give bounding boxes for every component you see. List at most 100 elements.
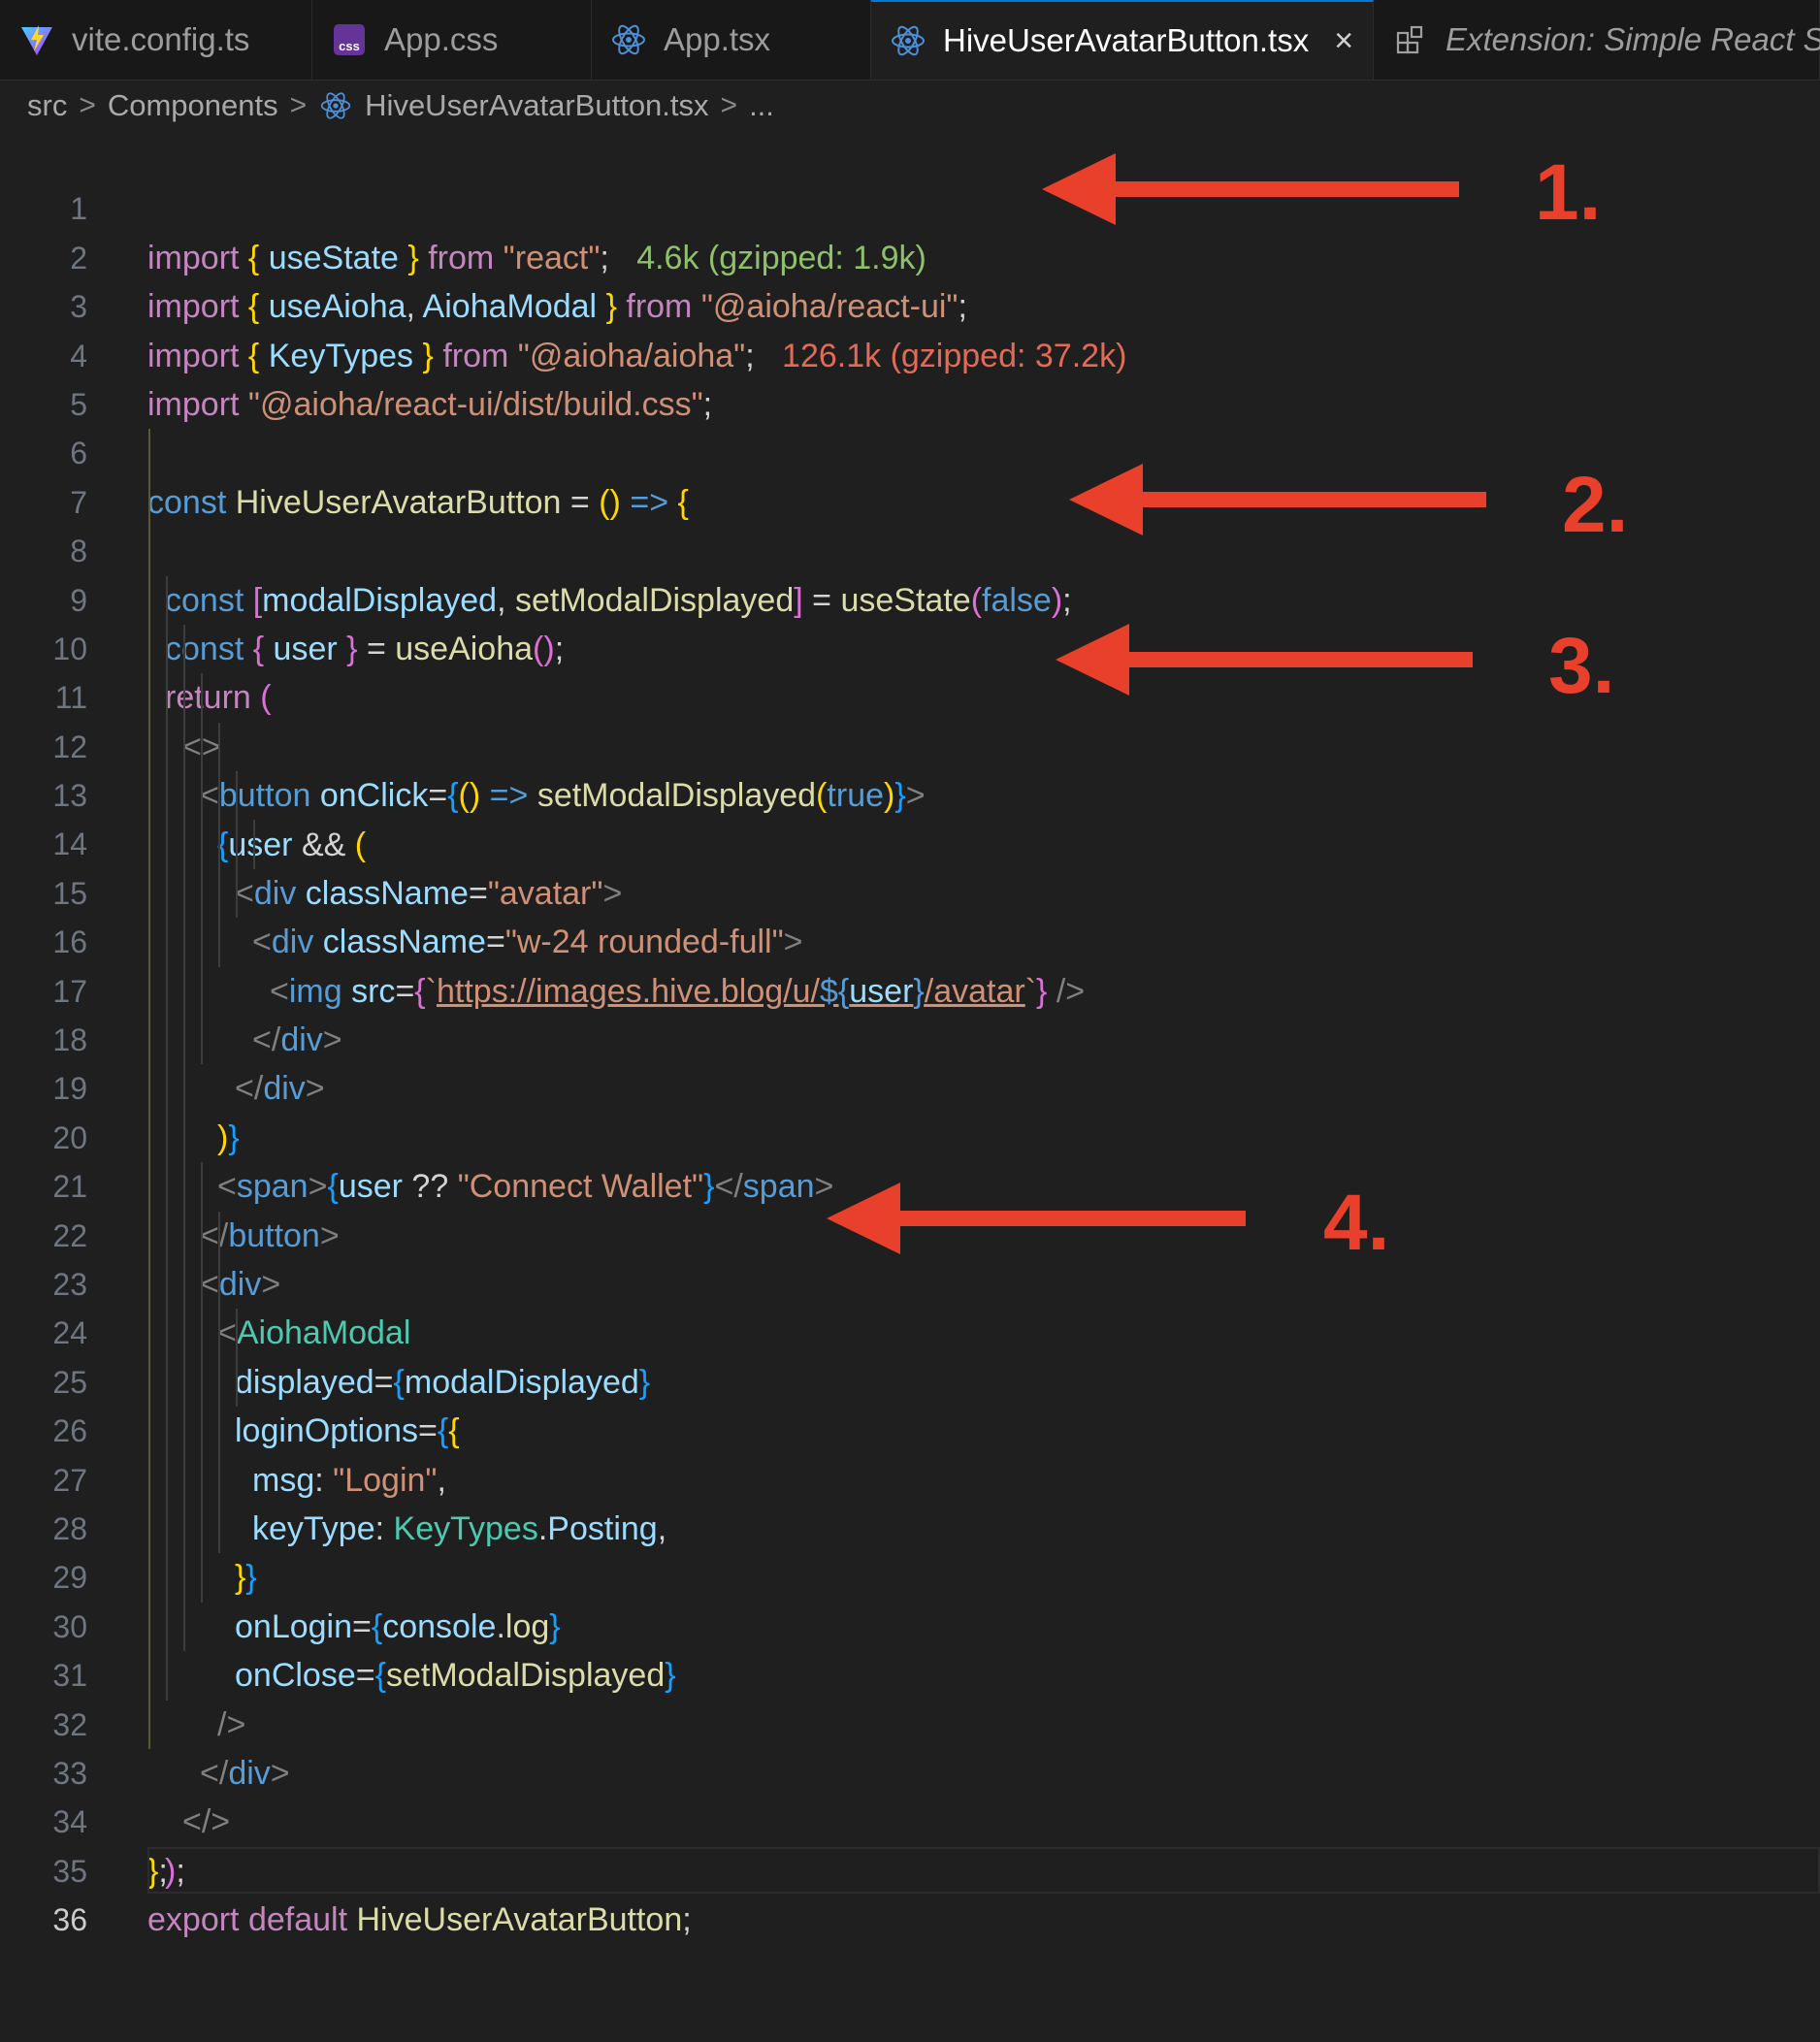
svg-text:css: css — [339, 39, 360, 53]
code-line-current[interactable]: 36 — [0, 1846, 1820, 1937]
code-line: 35 export default HiveUserAvatarButton; — [0, 1798, 1820, 1938]
tab-extension[interactable]: Extension: Simple React Sn — [1374, 0, 1820, 80]
line-number: 2 — [70, 240, 87, 276]
editor-tab-bar: vite.config.ts css App.css App.tsx HiveU… — [0, 0, 1820, 81]
extension-icon — [1391, 20, 1430, 59]
code-text: onClose={setModalDisplayed} — [235, 1657, 676, 1695]
code-text: return ( — [165, 679, 272, 717]
code-text: </div> — [235, 1070, 325, 1108]
breadcrumb-item-symbols[interactable]: ... — [749, 88, 774, 122]
code-text: import { KeyTypes } from "@aioha/aioha";… — [147, 337, 1127, 374]
react-icon — [889, 21, 927, 60]
code-line: 14 <div className="w-24 rounded-full"> — [0, 771, 1820, 960]
breadcrumb-item-file[interactable]: HiveUserAvatarButton.tsx — [365, 88, 709, 122]
line-number: 29 — [52, 1560, 87, 1596]
code-text: </div> — [252, 1021, 342, 1059]
line-number: 9 — [70, 582, 87, 618]
code-line: 19 <span>{user ?? "Connect Wallet"}</spa… — [0, 1016, 1820, 1205]
react-icon — [318, 88, 353, 123]
code-text: </button> — [200, 1216, 340, 1254]
code-text: loginOptions={{ — [235, 1412, 460, 1450]
code-text: const [modalDisplayed, setModalDisplayed… — [165, 581, 1072, 619]
import-size-hint: 126.1k (gzipped: 37.2k) — [782, 337, 1127, 374]
react-icon — [609, 20, 648, 59]
line-number: 19 — [52, 1071, 87, 1107]
line-number: 23 — [52, 1267, 87, 1302]
code-text: const HiveUserAvatarButton = () => { — [147, 483, 689, 521]
line-number: 22 — [52, 1217, 87, 1253]
tab-label: App.css — [384, 21, 499, 57]
code-text: export default HiveUserAvatarButton; — [147, 1901, 692, 1939]
code-line: 10 <> — [0, 575, 1820, 765]
code-line: 30 /> — [0, 1553, 1820, 1743]
breadcrumb-item-components[interactable]: Components — [107, 88, 278, 122]
code-line: 8 const { user } = useAioha(); — [0, 477, 1820, 667]
code-line: 34 }; — [0, 1749, 1820, 1889]
import-size-hint: 4.6k (gzipped: 1.9k) — [636, 239, 926, 276]
line-number: 4 — [70, 338, 87, 373]
chevron-right-icon: > — [79, 89, 96, 121]
code-line: 24 loginOptions={{ — [0, 1259, 1820, 1449]
breadcrumb: src > Components > HiveUserAvatarButton.… — [27, 83, 774, 128]
avatar-url-link[interactable]: https://images.hive.blog/u/${user}/avata… — [436, 972, 1025, 1010]
tab-label: HiveUserAvatarButton.tsx — [943, 22, 1310, 58]
line-number: 30 — [52, 1608, 87, 1644]
code-line: 12 {user && ( — [0, 673, 1820, 863]
code-line: 1 import { useState } from "react"; 4.6k… — [0, 136, 1820, 276]
code-line: 3 import { KeyTypes } from "@aioha/aioha… — [0, 234, 1820, 373]
vite-icon — [17, 20, 56, 59]
code-line: 18 )} — [0, 966, 1820, 1156]
close-icon[interactable]: × — [1334, 21, 1354, 59]
line-number: 12 — [52, 729, 87, 764]
line-number: 26 — [52, 1413, 87, 1449]
code-text: <div className="w-24 rounded-full"> — [252, 924, 803, 961]
chevron-right-icon: > — [289, 89, 308, 121]
line-number: 10 — [52, 631, 87, 666]
code-line: 31 </div> — [0, 1602, 1820, 1792]
annotation-label-3: 3. — [1548, 622, 1615, 710]
annotation-label-4: 4. — [1323, 1179, 1390, 1267]
code-line: 15 <img src={`https://images.hive.blog/u… — [0, 820, 1820, 1010]
code-text: <div> — [200, 1266, 281, 1304]
line-number: 14 — [52, 827, 87, 862]
code-line: 23 displayed={modalDisplayed} — [0, 1211, 1820, 1401]
line-number: 36 — [52, 1902, 87, 1938]
code-line: 29 onClose={setModalDisplayed} — [0, 1504, 1820, 1694]
line-number: 13 — [52, 778, 87, 814]
line-number: 15 — [52, 875, 87, 911]
line-number: 11 — [54, 680, 87, 716]
code-text: const { user } = useAioha(); — [165, 630, 565, 667]
code-text: }} — [235, 1559, 257, 1597]
code-text: msg: "Login", — [252, 1461, 446, 1499]
line-number: 32 — [52, 1706, 87, 1742]
current-line-highlight — [147, 1846, 1820, 1894]
code-text: <button onClick={() => setModalDisplayed… — [200, 777, 926, 815]
code-text: displayed={modalDisplayed} — [235, 1363, 651, 1401]
code-line: 27 }} — [0, 1407, 1820, 1596]
code-text: import { useAioha, AiohaModal } from "@a… — [147, 288, 967, 326]
tab-app-css[interactable]: css App.css — [312, 0, 592, 80]
code-text: onLogin={console.log} — [235, 1607, 561, 1645]
code-line: 9 return ( — [0, 527, 1820, 716]
tab-app-tsx[interactable]: App.tsx — [592, 0, 871, 80]
line-number: 31 — [52, 1658, 87, 1694]
tab-vite-config[interactable]: vite.config.ts — [0, 0, 312, 80]
code-line: 25 msg: "Login", — [0, 1309, 1820, 1499]
line-number: 7 — [70, 484, 87, 520]
tab-label: vite.config.ts — [72, 21, 250, 57]
annotation-label-2: 2. — [1562, 461, 1629, 549]
line-number: 8 — [70, 534, 87, 569]
tab-label: Extension: Simple React Sn — [1446, 21, 1820, 57]
code-line: 7 const [modalDisplayed, setModalDisplay… — [0, 429, 1820, 619]
code-editor[interactable]: 1 import { useState } from "react"; 4.6k… — [0, 136, 1820, 1938]
tab-hive-user-avatar-button[interactable]: HiveUserAvatarButton.tsx × — [871, 0, 1374, 80]
code-line: 5 — [0, 332, 1820, 422]
breadcrumb-item-src[interactable]: src — [27, 88, 68, 122]
code-text: )} — [217, 1118, 240, 1156]
css-icon: css — [330, 20, 369, 59]
code-text: {user && ( — [217, 826, 367, 863]
code-line: 2 import { useAioha, AiohaModal } from "… — [0, 184, 1820, 325]
line-number: 21 — [52, 1169, 87, 1205]
code-text: </div> — [200, 1754, 290, 1792]
code-line: 22 <AiohaModal — [0, 1162, 1820, 1351]
